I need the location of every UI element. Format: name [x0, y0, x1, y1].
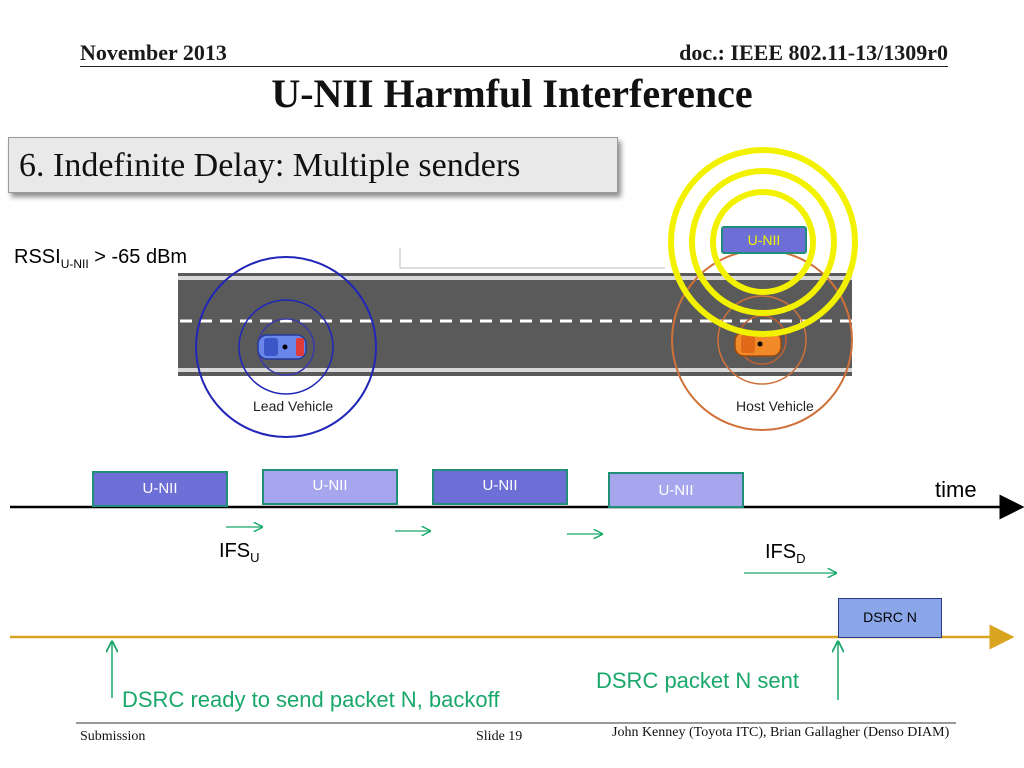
- unii-transmission-4: U-NII: [608, 472, 744, 508]
- host-vehicle-car: [734, 331, 782, 357]
- dsrc-sent-label: DSRC packet N sent: [596, 668, 799, 693]
- unii-interference-rings: [668, 147, 858, 337]
- footer-submission: Submission: [80, 729, 146, 744]
- road-guide-line: [399, 248, 665, 269]
- lead-vehicle-range: [195, 256, 377, 438]
- dsrc-packet-box: DSRC N: [838, 598, 942, 638]
- dsrc-ready-label: DSRC ready to send packet N, backoff: [122, 687, 500, 712]
- header-date: November 2013: [80, 40, 227, 65]
- unii-transmission-2: U-NII: [262, 469, 398, 505]
- unii-transmitter-box: U-NII: [721, 226, 807, 254]
- ifs-arrows: [226, 527, 836, 573]
- dsrc-event-arrows: [112, 642, 838, 700]
- rssi-threshold-label: RSSIU-NII > -65 dBm: [14, 246, 188, 271]
- slide-title: U-NII Harmful Interference: [271, 71, 753, 116]
- lead-vehicle-label: Lead Vehicle: [253, 398, 334, 414]
- footer-authors: John Kenney (Toyota ITC), Brian Gallaghe…: [612, 725, 950, 740]
- footer-slide-number: Slide 19: [476, 729, 523, 744]
- unii-transmission-3: U-NII: [432, 469, 568, 505]
- host-vehicle-label: Host Vehicle: [736, 398, 814, 414]
- ifs-d-label: IFSD: [765, 541, 806, 566]
- lead-vehicle-car: [257, 334, 307, 360]
- header-rule: [80, 66, 948, 67]
- header-doc-id: doc.: IEEE 802.11-13/1309r0: [679, 40, 948, 65]
- time-axis-label: time: [935, 477, 977, 502]
- unii-transmission-1: U-NII: [92, 471, 228, 507]
- ifs-u-label: IFSU: [219, 540, 260, 565]
- slide-subtitle: 6. Indefinite Delay: Multiple senders: [8, 137, 618, 193]
